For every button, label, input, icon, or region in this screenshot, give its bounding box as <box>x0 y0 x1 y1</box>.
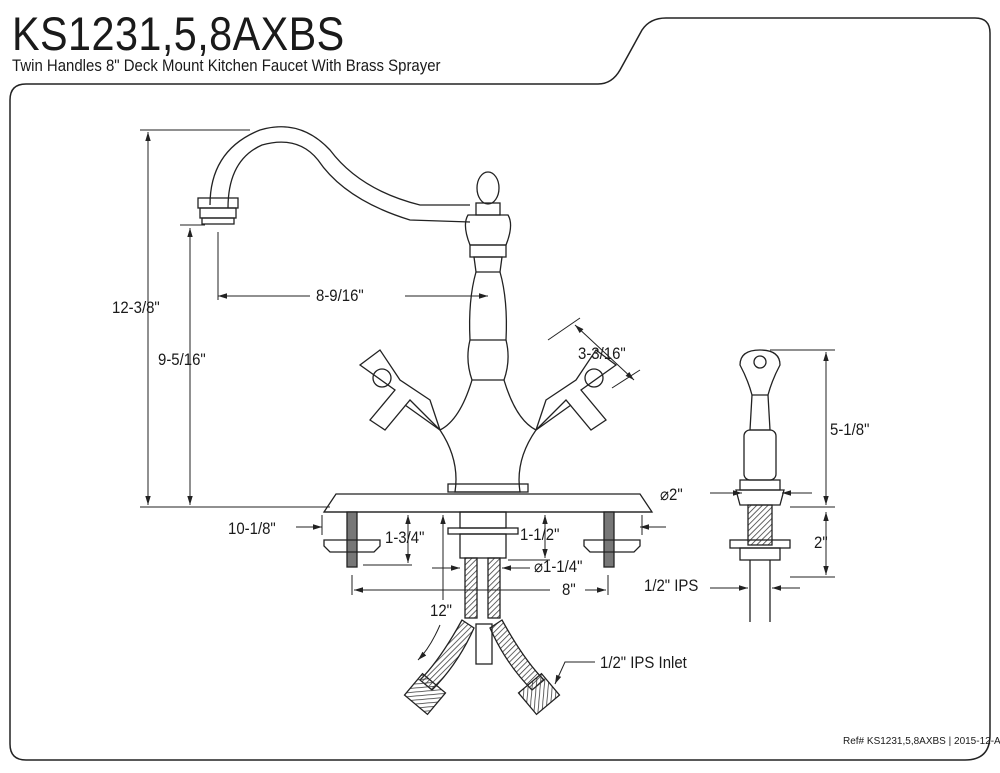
dim-inlet: 1/2" IPS Inlet <box>600 653 687 672</box>
dimension-lines <box>140 129 835 685</box>
dim-sprayer-height: 5-1/8" <box>830 420 870 439</box>
deck-plate <box>322 493 654 513</box>
reference-footer: Ref# KS1231,5,8AXBS | 2015-12-A <box>843 736 1000 747</box>
dim-sprayer-shank: 2" <box>814 533 828 552</box>
left-cross-handle <box>358 349 441 431</box>
dim-handle-length: 3-3/16" <box>578 344 626 363</box>
dim-deck-plate-length: 10-1/8" <box>228 519 276 538</box>
sprayer <box>729 349 791 622</box>
dim-center-shank: 1-1/2" <box>520 525 560 544</box>
dim-sprayer-connection: 1/2" IPS <box>644 576 699 595</box>
model-number-title: KS1231,5,8AXBS <box>12 7 345 60</box>
drawing-frame <box>9 17 991 761</box>
dim-supply-length: 12" <box>430 601 452 620</box>
dim-center-spread: 8" <box>562 580 576 599</box>
dim-side-shank: 1-3/4" <box>385 528 425 547</box>
dim-sprayer-diameter: ⌀2" <box>660 485 683 504</box>
dim-hole-diameter: ⌀1-1/4" <box>534 557 583 576</box>
product-description: Twin Handles 8" Deck Mount Kitchen Fauce… <box>12 56 441 75</box>
dim-overall-height: 12-3/8" <box>112 298 160 317</box>
faucet-body <box>197 126 654 716</box>
dim-spout-reach: 8-9/16" <box>316 286 364 305</box>
dim-spout-height: 9-5/16" <box>158 350 206 369</box>
